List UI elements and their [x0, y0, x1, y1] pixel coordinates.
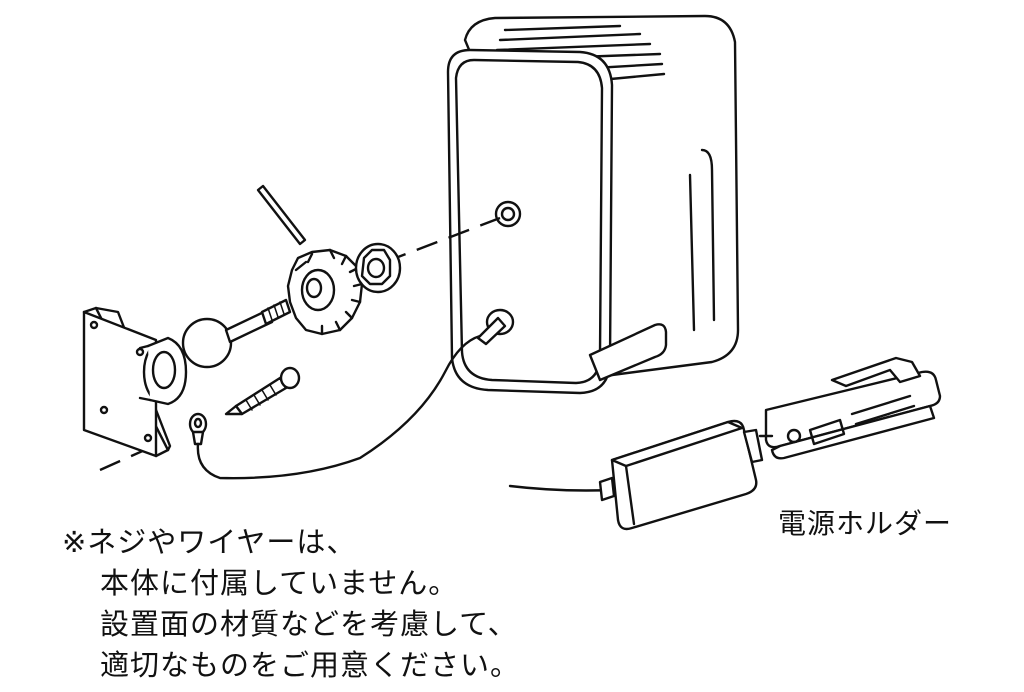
- speaker-unit: [446, 14, 740, 395]
- note-line-3: 設置面の材質などを考慮して、: [100, 607, 518, 641]
- power-holder: [758, 356, 942, 460]
- pin: [256, 184, 307, 246]
- ac-adapter: [508, 419, 764, 531]
- power-holder-label: 電源ホルダー: [778, 507, 953, 540]
- note-line-4: 適切なものをご用意ください。: [100, 648, 521, 682]
- speaker-terminal: [476, 308, 515, 346]
- mount-plate: [82, 306, 188, 458]
- note-line-1: ※ネジやワイヤーは、: [62, 525, 357, 559]
- wire-terminal: [188, 334, 482, 480]
- note-line-2: 本体に付属していません。: [100, 566, 459, 600]
- hex-nut: [354, 242, 402, 294]
- speaker-mount-hole: [494, 200, 522, 228]
- screw: [224, 366, 301, 416]
- knurled-nut: [286, 248, 364, 336]
- ball-joint: [181, 298, 292, 369]
- installation-note: ※ネジやワイヤーは、 本体に付属していません。 設置面の材質などを考慮して、 適…: [62, 522, 520, 686]
